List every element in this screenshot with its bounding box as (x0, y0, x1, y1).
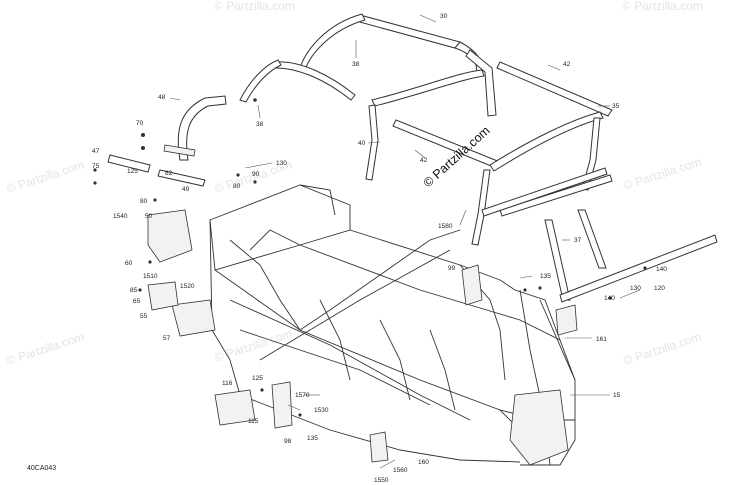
callout-label: 55 (140, 313, 148, 320)
bar-120 (559, 234, 718, 303)
callout-label: 30 (440, 13, 448, 20)
main-frame (209, 184, 576, 466)
rops-c-pillar (471, 169, 491, 246)
callout-label: 50 (145, 213, 153, 220)
grab-bar-48 (177, 95, 227, 161)
watermark: © Partzilla.com (622, 155, 703, 193)
callout-label: 1530 (314, 407, 329, 414)
callout-label: 130 (630, 285, 641, 292)
callout-label: 65 (133, 298, 141, 305)
callout-label: 35 (612, 103, 620, 110)
figure-code: 40CA043 (27, 465, 56, 472)
bar-47 (107, 154, 151, 173)
callout-label: 49 (182, 186, 190, 193)
watermark: © Partzilla.com (622, 0, 703, 13)
bracket-55 (147, 281, 179, 311)
watermark: © Partzilla.com (214, 0, 295, 13)
watermark: © Partzilla.com (5, 330, 86, 368)
callout-label: 1550 (374, 477, 389, 484)
callout-label: 1560 (393, 467, 408, 474)
front-grab-bar (107, 95, 227, 187)
callout-label: 160 (418, 459, 429, 466)
rops-mid-crossbar (371, 69, 485, 107)
callout-label: 1520 (180, 283, 195, 290)
bracket-50 (147, 209, 193, 263)
callout-label: 120 (654, 285, 665, 292)
rops-rear-arc (489, 111, 604, 172)
watermark: © Partzilla.com (213, 327, 294, 365)
rail-1580 (481, 167, 608, 217)
tube-37a (544, 219, 571, 301)
callout-label: 135 (307, 435, 318, 442)
leader-38b (257, 104, 261, 119)
callout-label: 99 (448, 265, 456, 272)
callout-label: 125 (252, 375, 263, 382)
callout-label: 80 (233, 183, 241, 190)
hardware (93, 98, 718, 463)
callout-label: 38 (352, 61, 360, 68)
callout-label: 42 (420, 157, 428, 164)
callout-label: 140 (604, 295, 615, 302)
rear-support-tubes (544, 209, 607, 301)
callout-label: 42 (563, 61, 571, 68)
callout-label: 1540 (113, 213, 128, 220)
plate-98 (271, 381, 293, 429)
callout-label: 75 (92, 163, 100, 170)
bracket-99 (461, 264, 483, 306)
callout-label: 90 (252, 171, 260, 178)
callout-label: 140 (656, 266, 667, 273)
callout-label: 40 (358, 140, 366, 147)
callout-label: 85 (130, 287, 138, 294)
callout-label: 1570 (295, 392, 310, 399)
callout-label: 15 (613, 392, 621, 399)
bracket-70 (163, 144, 196, 157)
callout-label: 116 (222, 380, 233, 387)
bracket-115 (214, 389, 256, 426)
callout-label: 1510 (143, 273, 158, 280)
callout-label: 37 (574, 237, 582, 244)
callout-label: 70 (136, 120, 144, 127)
callout-label: 48 (158, 94, 166, 101)
callout-label: 161 (596, 336, 607, 343)
bar-82 (157, 169, 206, 187)
callout-label: 80 (140, 198, 148, 205)
callout-label: 130 (276, 160, 287, 167)
bracket-57 (171, 299, 216, 337)
callout-label: 1580 (438, 223, 453, 230)
callout-label: 125 (127, 168, 138, 175)
callout-label: 57 (163, 335, 171, 342)
rops-front-side-bar (271, 61, 356, 101)
rops-center-upright (465, 49, 497, 117)
callout-label: 98 (284, 438, 292, 445)
callout-label: 47 (92, 148, 100, 155)
callout-label: 60 (125, 260, 133, 267)
rear-gusset (509, 389, 569, 466)
leader-lines (169, 14, 641, 469)
tube-37b (577, 209, 607, 269)
bracket-161 (555, 304, 578, 336)
callout-label: 38 (256, 121, 264, 128)
rops-side-rail-42 (496, 61, 613, 117)
rops-front-left-bend (239, 59, 282, 103)
rops-rear-lower-bar (499, 174, 613, 217)
watermark: © Partzilla.com (622, 330, 703, 368)
rops-cage (239, 13, 613, 246)
callout-label: 82 (165, 170, 173, 177)
callout-label: 115 (248, 418, 259, 425)
callout-label: 135 (540, 273, 551, 280)
callout-labels: 30 38 38 42 42 35 40 48 70 47 75 125 130… (92, 13, 667, 484)
bracket-1560 (369, 431, 389, 463)
watermark: © Partzilla.com (5, 158, 86, 196)
